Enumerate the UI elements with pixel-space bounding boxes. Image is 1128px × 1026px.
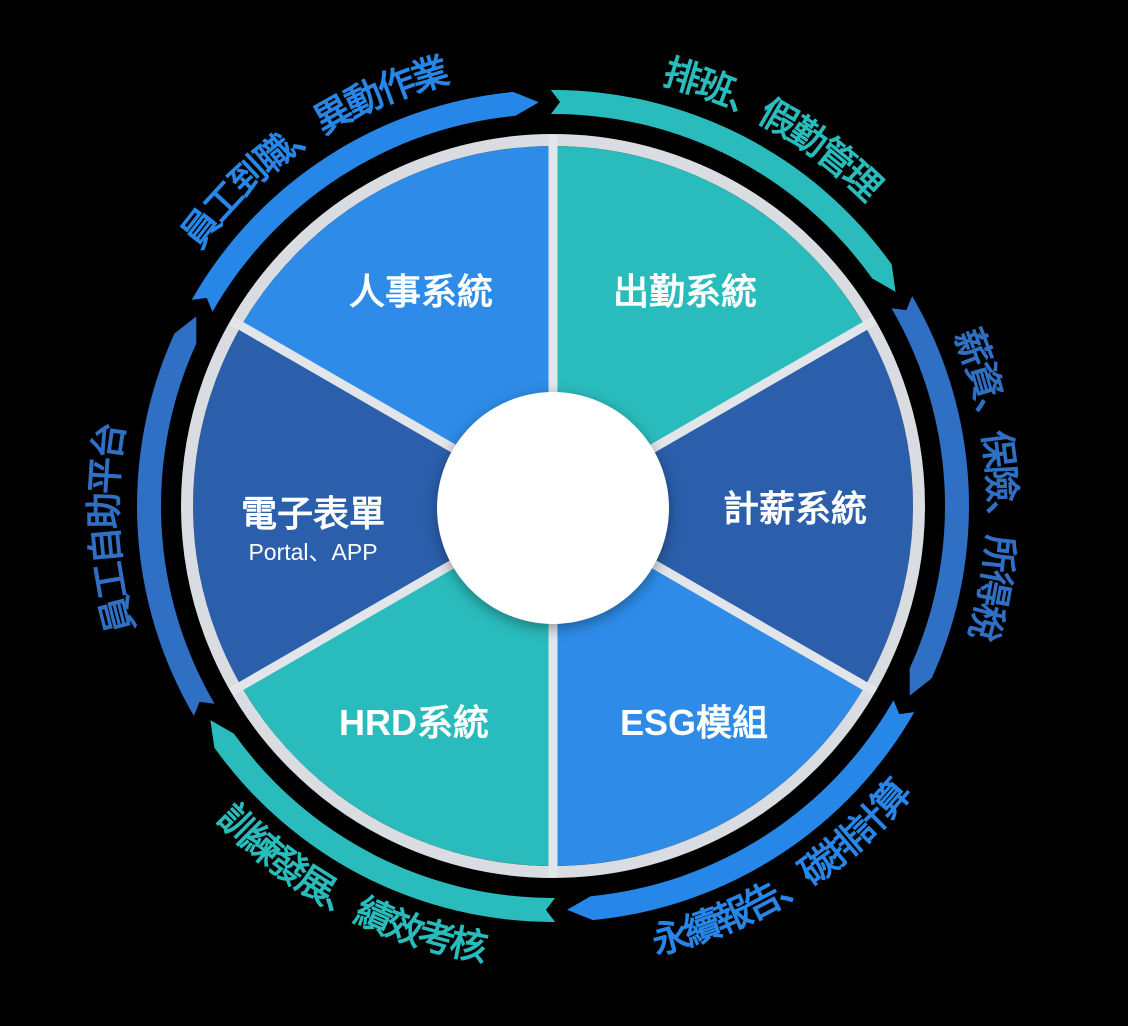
segment-wedge-2: [553, 326, 914, 686]
flow-arc-3: [567, 700, 915, 921]
segment-wedge-3: [553, 506, 865, 866]
pie-wedges: [192, 146, 914, 866]
segment-label-3: ESG模組: [620, 702, 768, 743]
segment-label-5: 電子表單: [241, 493, 385, 534]
segment-sublabel-5: Portal、APP: [248, 539, 377, 565]
arc-label-5: 員工自助平台: [84, 422, 142, 638]
segment-wedge-1: [553, 146, 865, 506]
center-hub-circle: [437, 392, 669, 624]
segment-label-2: 計薪系統: [723, 488, 867, 529]
flow-arc-4: [210, 720, 556, 922]
flow-arc-0: [191, 91, 539, 312]
flow-arc-2: [891, 296, 969, 696]
segment-wedge-0: [241, 146, 554, 506]
segment-wedge-5: [192, 326, 553, 686]
flow-arc-5: [137, 316, 215, 716]
flow-arrow-arcs: [137, 90, 969, 922]
center-hub: [437, 392, 669, 624]
flow-arc-1: [550, 90, 896, 292]
segment-label-0: 人事系統: [349, 271, 493, 312]
segment-label-4: HRD系統: [339, 702, 489, 743]
arc-label-text-5: 員工自助平台: [84, 422, 145, 638]
segment-label-1: 出勤系統: [613, 271, 757, 312]
segment-wedge-4: [241, 506, 554, 866]
